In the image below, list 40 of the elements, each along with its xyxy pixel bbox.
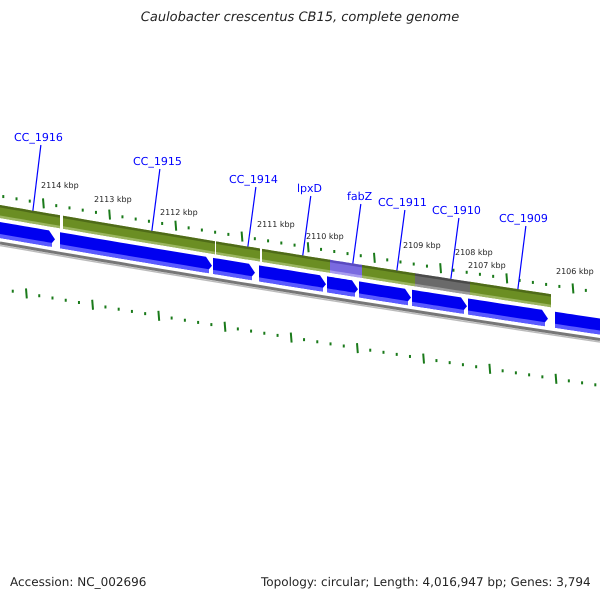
coding-sequence-block [259,265,326,292]
gene-label: CC_1914 [229,174,278,185]
genome-info-text: Topology: circular; Length: 4,016,947 bp; Genes: 3,794 [261,576,591,588]
leader-line [517,226,526,290]
coding-sequence-block [359,281,411,306]
leader-line [302,196,312,256]
title: Caulobacter crescentus CB15, complete genome [140,11,460,24]
gene-label: CC_1909 [499,213,548,224]
scale-label: 2109 kbp [403,242,441,250]
gene-label: fabZ [347,191,372,202]
coding-sequence-block [60,232,212,274]
coding-sequence-block [412,290,467,314]
leader-line [247,186,256,247]
gene-label: CC_1915 [133,156,182,167]
scale-label: 2106 kbp [556,268,594,276]
gene-label: CC_1911 [378,197,427,208]
gene-label: CC_1910 [432,205,481,216]
accession-text: Accession: NC_002696 [10,576,146,588]
scale-label: 2110 kbp [306,233,344,241]
gene-bar [362,264,415,286]
coding-sequence-block [555,312,600,336]
gene-label: lpxD [297,183,322,194]
coding-sequence-block [0,222,55,247]
leader-line [352,204,362,264]
scale-label: 2107 kbp [468,262,506,270]
gene-bar [216,241,260,262]
leader-line [396,210,406,270]
gene-bar [330,260,362,278]
gene-bar [415,273,470,295]
gene-label: CC_1916 [14,132,63,143]
scale-label: 2111 kbp [257,221,295,229]
scale-label: 2108 kbp [455,249,493,257]
scale-label: 2113 kbp [94,196,132,204]
scale-label: 2112 kbp [160,209,198,217]
coding-sequence-block [327,276,358,297]
coding-sequence-block [468,298,548,326]
coding-sequence-block [213,258,255,280]
leader-line [450,218,460,279]
scale-label: 2114 kbp [41,182,79,190]
leader-line [32,144,42,211]
